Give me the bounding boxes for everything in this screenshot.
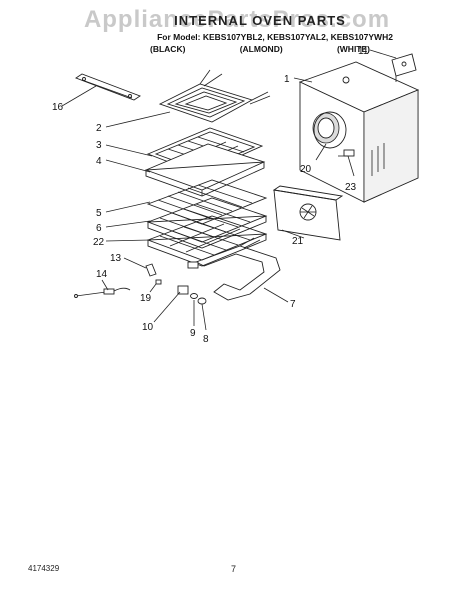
callout-20: 20 (300, 164, 312, 175)
callout-9: 9 (190, 328, 196, 339)
part-9-nut[interactable] (190, 293, 198, 299)
callout-10: 10 (142, 322, 154, 333)
color-white: (WHITE) (336, 44, 370, 54)
callout-3: 3 (96, 140, 102, 151)
callout-14: 14 (96, 269, 108, 280)
callout-22: 22 (93, 237, 105, 248)
part-4-broiler-pan[interactable] (144, 143, 266, 197)
part-14-sensor-probe[interactable] (74, 287, 131, 298)
part-21-fan-cover[interactable] (272, 185, 344, 241)
page-title: INTERNAL OVEN PARTS (174, 13, 346, 28)
callout-1: 1 (284, 74, 290, 85)
callout-11: 11 (358, 46, 369, 57)
callout-23: 23 (345, 182, 357, 193)
part-19-clip[interactable] (155, 279, 162, 285)
part-11-mounting-bracket[interactable] (391, 53, 417, 82)
callout-8: 8 (203, 334, 209, 345)
document-code: 4174329 (28, 564, 60, 573)
callout-4: 4 (96, 156, 102, 167)
page-number: 7 (231, 564, 237, 574)
color-almond: (ALMOND) (239, 44, 283, 54)
part-1-oven-cavity[interactable] (298, 61, 420, 203)
callout-labels: 16 2 3 4 5 6 22 13 14 19 10 9 8 7 1 11 2… (52, 46, 369, 345)
model-list: For Model: KEBS107YBL2, KEBS107YAL2, KEB… (157, 32, 393, 42)
part-7-bake-element[interactable] (187, 237, 281, 301)
part-20-fan-gasket[interactable] (313, 111, 347, 149)
part-2-broil-element[interactable] (158, 69, 271, 123)
part-13-bracket[interactable] (145, 263, 157, 277)
callout-16: 16 (52, 102, 64, 113)
color-variants: (BLACK) (ALMOND) (WHITE) (150, 44, 370, 54)
callout-21: 21 (292, 236, 304, 247)
part-16-rack-rail[interactable] (75, 73, 141, 101)
part-10-terminal[interactable] (177, 285, 189, 295)
callout-6: 6 (96, 223, 102, 234)
callout-5: 5 (96, 208, 102, 219)
callout-13: 13 (110, 253, 122, 264)
callout-19: 19 (140, 293, 152, 304)
callout-2: 2 (96, 123, 102, 134)
leader-lines (61, 49, 397, 331)
part-22-oven-rack[interactable] (146, 215, 268, 267)
callout-7: 7 (290, 299, 296, 310)
part-8-washer[interactable] (197, 297, 207, 305)
watermark-logo: AppliancePartsPros.com (83, 6, 391, 33)
part-23-sensor-bracket[interactable] (338, 149, 355, 157)
color-black: (BLACK) (150, 44, 186, 54)
